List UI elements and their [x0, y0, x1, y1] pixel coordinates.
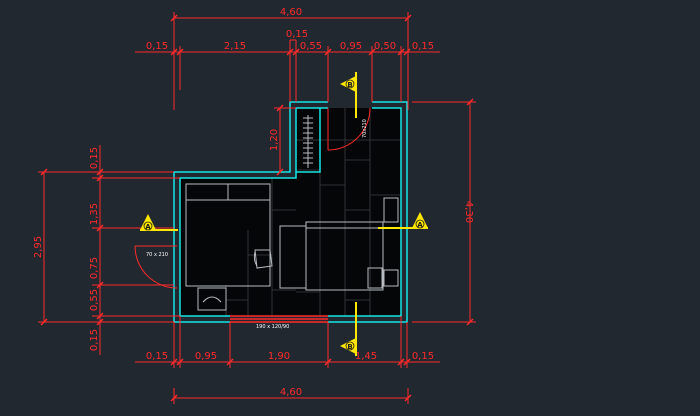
dim-top-seg-5: 0,95: [340, 41, 362, 52]
dim-bottom-seg-3: 1,90: [268, 351, 290, 362]
section-marker-top: B: [340, 72, 357, 118]
stool: [197, 287, 227, 311]
label-window: 190 x 120/90: [256, 324, 289, 330]
dim-right-total: 4,30: [463, 201, 474, 223]
section-marker-right: A: [378, 212, 428, 229]
closet-hangers: [303, 115, 313, 168]
label-door-top: 70x210: [362, 119, 368, 138]
window-bottom: [230, 315, 328, 323]
dim-bottom-total: 4,60: [280, 387, 302, 398]
furniture: [185, 183, 399, 311]
svg-text:B: B: [347, 343, 352, 351]
section-marker-bottom: B: [340, 302, 357, 356]
dim-top-total: 4,60: [280, 7, 302, 18]
section-marker-left: A: [140, 214, 178, 231]
dim-bottom-seg-5: 0,15: [412, 351, 434, 362]
door-top: [327, 107, 371, 151]
dim-left-seg-1: 0,15: [89, 147, 100, 169]
dim-left-seg-2: 1,35: [89, 203, 100, 225]
door-left: [134, 245, 178, 289]
label-door-left: 70 x 210: [146, 252, 168, 258]
dim-top-seg-1: 0,15: [146, 41, 168, 52]
dim-bottom-seg-1: 0,15: [146, 351, 168, 362]
svg-text:A: A: [145, 223, 151, 231]
dim-top-seg-6: 0,50: [374, 41, 396, 52]
pillow: [367, 267, 383, 289]
dim-left-total: 2,95: [33, 236, 44, 258]
dim-top-seg-4: 0,55: [300, 41, 322, 52]
dim-left-seg-4: 0,55: [89, 289, 100, 311]
dim-left-seg-5: 0,15: [89, 329, 100, 351]
dim-closet-height: 1,20: [269, 129, 280, 151]
dimension-ticks: [40, 14, 474, 402]
dim-bottom-seg-2: 0,95: [195, 351, 217, 362]
svg-text:B: B: [347, 81, 352, 89]
dim-top-seg-7: 0,15: [412, 41, 434, 52]
chair: [254, 249, 273, 269]
dimension-lines: [38, 12, 476, 404]
bed: [305, 221, 384, 291]
svg-text:A: A: [417, 221, 423, 229]
desk: [185, 199, 271, 287]
dim-top-seg-2: 2,15: [224, 41, 246, 52]
dim-top-seg-3: 0,15: [286, 29, 308, 40]
dim-bottom-seg-4: 1,45: [355, 351, 377, 362]
shelf: [383, 197, 399, 223]
dim-left-seg-3: 0,75: [89, 257, 100, 279]
